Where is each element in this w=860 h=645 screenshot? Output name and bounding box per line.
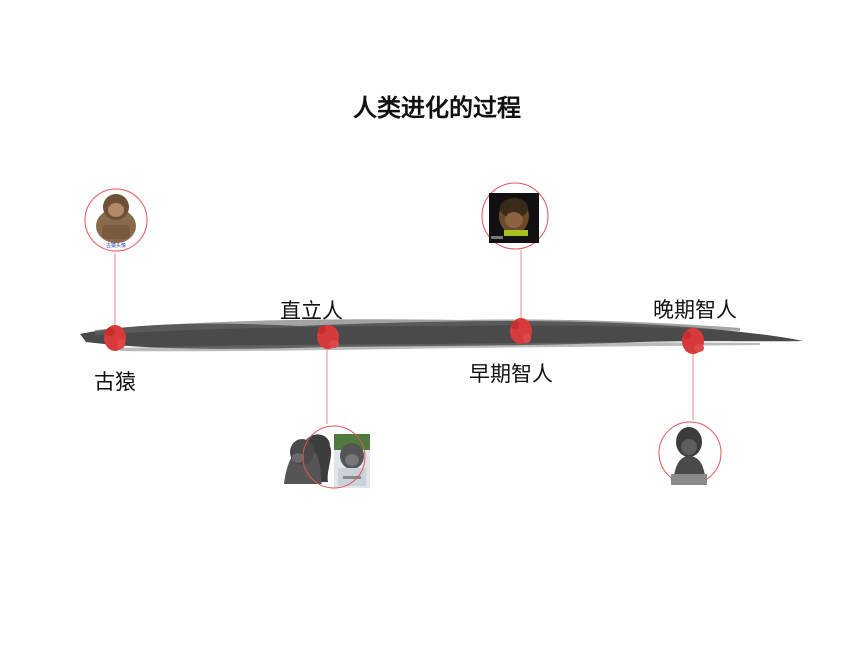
timeline-dot (104, 325, 126, 351)
stage-label-zao-qi-zhi-ren: 早期智人 (469, 362, 553, 386)
stage-label-zhi-li-ren: 直立人 (280, 299, 343, 323)
brush-stroke-timeline (80, 319, 803, 352)
timeline-dot (682, 328, 704, 354)
page-title: 人类进化的过程 (353, 94, 521, 122)
portrait-zao-qi-zhi-ren (481, 182, 549, 250)
stage-label-gu-yuan: 古猿 (94, 370, 136, 394)
portrait-caption: 古猿头像 (106, 242, 126, 249)
stage-label-wan-qi-zhi-ren: 晚期智人 (653, 298, 737, 322)
portrait-wan-qi-zhi-ren (658, 421, 722, 485)
portrait-zhi-li-ren (284, 425, 370, 489)
timeline-dot (317, 325, 339, 349)
portrait-gu-yuan: 古猿头像 (84, 188, 148, 252)
timeline-dot (510, 318, 532, 344)
